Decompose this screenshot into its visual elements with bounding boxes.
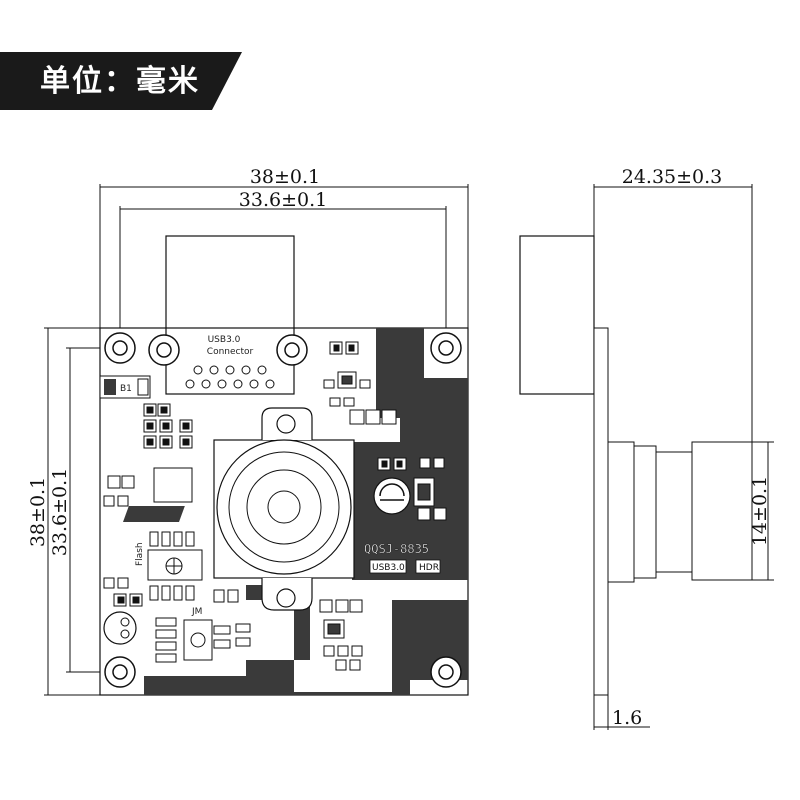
mount-hole-bottom-right — [430, 656, 462, 688]
capacitor — [373, 477, 411, 515]
flash-led — [103, 611, 137, 645]
b1-label: B1 — [120, 384, 132, 394]
hdr-tag: HDR — [419, 563, 439, 573]
unit-label: 单位：毫米 — [40, 64, 200, 99]
mount-hole-top-right — [430, 332, 462, 364]
mount-hole-bottom-left — [104, 656, 136, 688]
lens-diameter-label: 14±0.1 — [749, 476, 771, 546]
lens-holder — [213, 407, 355, 611]
connector-label-2: Connector — [207, 347, 254, 357]
usb-connector: USB3.0 Connector — [148, 235, 308, 395]
unit-banner: 单位：毫米 — [0, 0, 800, 140]
copper-area-top-right — [376, 328, 468, 442]
model-label: QQSJ-8835 — [364, 542, 429, 556]
hole-spacing-h-label: 33.6±0.1 — [239, 189, 327, 211]
board-thickness-label: 1.6 — [612, 707, 642, 729]
hole-spacing-v-label: 33.6±0.1 — [49, 468, 71, 556]
front-dimensions — [44, 184, 469, 696]
copper-strip — [123, 506, 185, 522]
board-height-label: 38±0.1 — [27, 477, 49, 547]
copper-area-right — [352, 442, 468, 580]
side-view — [519, 235, 753, 696]
usb-tag: USB3.0 — [372, 563, 405, 573]
mount-hole-top-left — [104, 332, 136, 364]
side-dimensions — [593, 184, 774, 730]
battery-b1: B1 — [99, 375, 151, 399]
banner-background — [0, 52, 242, 110]
connector-label-1: USB3.0 — [208, 335, 241, 345]
smd-components — [103, 341, 447, 671]
pcb-board: USB3.0 Connector B1 QQSJ- — [99, 235, 469, 696]
total-depth-label: 24.35±0.3 — [622, 166, 723, 188]
board-width-label: 38±0.1 — [250, 166, 320, 188]
jm-label: JM — [191, 607, 202, 617]
copper-area-bottom — [144, 600, 468, 695]
flash-label: Flash — [135, 542, 145, 566]
